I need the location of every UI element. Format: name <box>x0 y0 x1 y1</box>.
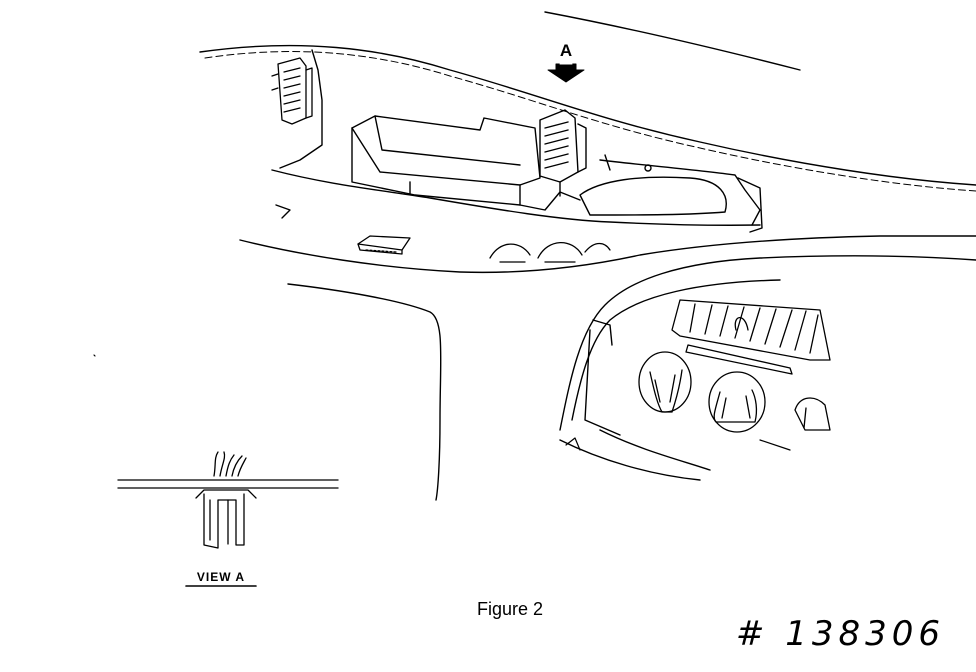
left-connector <box>271 57 313 125</box>
arrow-label: A <box>560 41 572 60</box>
recess-housing <box>351 115 581 211</box>
center-console <box>559 255 976 436</box>
control-knob-left <box>638 351 692 413</box>
dash-bumps <box>489 242 611 263</box>
view-label: VIEW A <box>197 570 245 584</box>
vent-grille <box>671 299 831 375</box>
view-a-inset <box>117 451 339 549</box>
diagnostic-connector <box>539 109 587 197</box>
view-arrow <box>547 63 585 83</box>
dash-panel <box>239 49 976 501</box>
right-duct <box>579 154 763 233</box>
figure-caption: Figure 2 <box>477 599 543 619</box>
windshield-edge <box>199 11 976 192</box>
control-knob-partial <box>794 397 831 431</box>
handwritten-number: # 138306 <box>736 614 945 654</box>
control-knob-right <box>708 371 766 433</box>
dash-fragments <box>93 354 791 451</box>
relay-box <box>357 235 411 255</box>
